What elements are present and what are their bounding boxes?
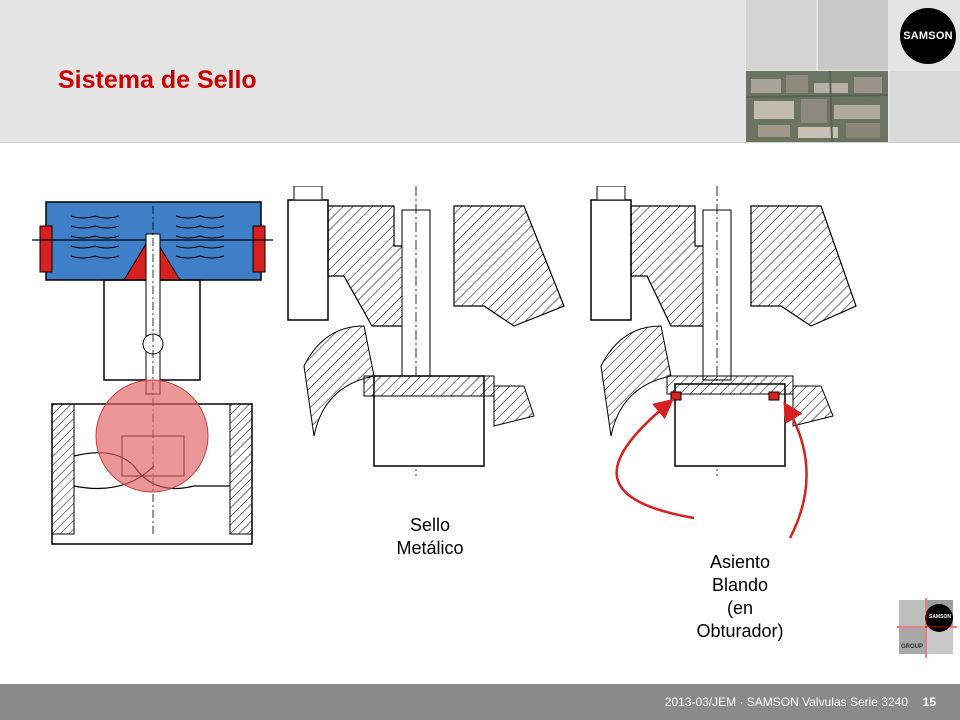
caption-line: Obturador) — [696, 621, 784, 641]
header-deco-square — [746, 0, 816, 70]
caption-soft-seat: Asiento Blando (en Obturador) — [680, 551, 800, 643]
caption-line: Asiento — [709, 552, 771, 572]
valve-cross-section-drawing — [26, 186, 279, 549]
samson-logo: SAMSON — [900, 8, 956, 64]
header-deco-square — [818, 0, 888, 70]
group-logo-bottom-text: GROUP — [901, 644, 924, 650]
seat-detail-drawing-soft — [571, 185, 858, 476]
samson-group-logo: SAMSON GROUP — [897, 598, 957, 658]
slide-title: Sistema de Sello — [58, 66, 257, 94]
slide-footer: 2013-03/JEM · SAMSON Valvulas Serie 3240… — [0, 684, 960, 720]
callout-arrows — [615, 398, 808, 539]
group-logo-top-text: SAMSON — [929, 614, 951, 620]
caption-line: Sello — [409, 515, 451, 535]
seat-detail-drawing-metal — [284, 185, 571, 476]
caption-line: Blando — [711, 575, 769, 595]
slide-header: SAMSON — [0, 0, 960, 142]
header-divider — [0, 142, 960, 143]
caption-line: (en — [726, 598, 753, 618]
footer-text: 2013-03/JEM · SAMSON Valvulas Serie 3240 — [664, 695, 908, 709]
caption-metal-seal: Sello Metálico — [380, 514, 480, 560]
header-deco-square — [890, 71, 960, 142]
caption-line: Metálico — [396, 538, 464, 558]
aerial-photo — [746, 71, 888, 142]
page-number: 15 — [922, 695, 936, 709]
